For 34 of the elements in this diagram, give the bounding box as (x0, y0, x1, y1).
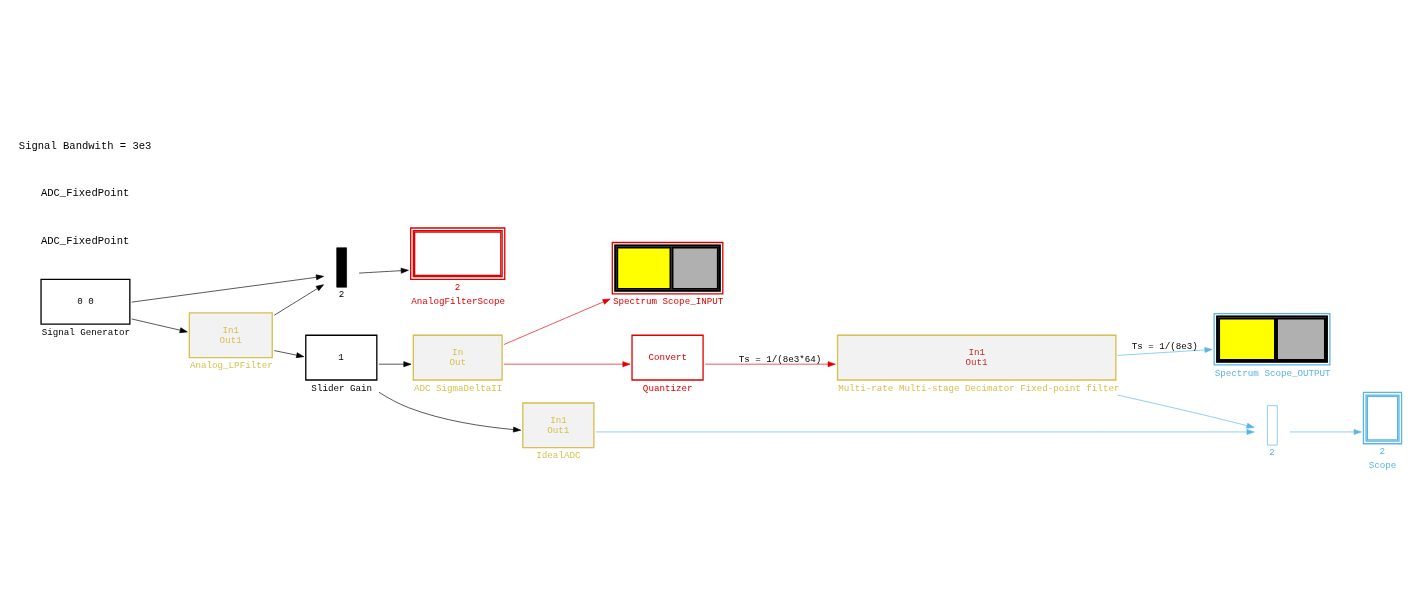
arrow (503, 298, 611, 345)
label: Signal Bandwith = 3e3 (18, 139, 152, 152)
node-label: ADC SigmaDeltaII (413, 382, 503, 394)
arrow (273, 350, 305, 358)
edge-label: Ts = 1/(8e3*64) (738, 353, 822, 365)
node-label: Spectrum Scope_INPUT (612, 296, 724, 308)
label: ADC_FixedPoint (40, 234, 130, 247)
arrow (378, 391, 522, 433)
arrow (1117, 347, 1213, 356)
arrow (378, 361, 412, 368)
arrow (595, 429, 1255, 435)
edge-label: Ts = 1/(8e3) (1131, 340, 1198, 352)
arrow (131, 274, 324, 303)
node-label: 2 (1269, 447, 1275, 459)
node-label: Analog_LPFilter (190, 360, 273, 372)
node-label: Spectrum Scope_OUTPUT (1214, 367, 1331, 379)
node-label: Scope (1368, 460, 1397, 472)
arrow (1289, 429, 1362, 435)
arrow (358, 267, 409, 274)
node-label: Signal Generator (41, 326, 130, 338)
node-label: 2 (454, 281, 461, 293)
arrow (1117, 394, 1255, 429)
node-label: IdealADC (536, 450, 581, 462)
node-label: 2 (338, 289, 345, 301)
node-label: Slider Gain (311, 382, 373, 394)
node-label: Quantizer (642, 382, 693, 394)
arrow (704, 361, 836, 368)
node-label: 2 (1379, 446, 1386, 458)
label: ADC_FixedPoint (40, 187, 130, 200)
node-label: AnalogFilterScope (411, 295, 506, 307)
arrow (131, 318, 188, 334)
node-label: Multi-rate Multi-stage Decimator Fixed-point filter (838, 382, 1120, 394)
arrow (503, 361, 631, 368)
arrow (273, 284, 324, 316)
